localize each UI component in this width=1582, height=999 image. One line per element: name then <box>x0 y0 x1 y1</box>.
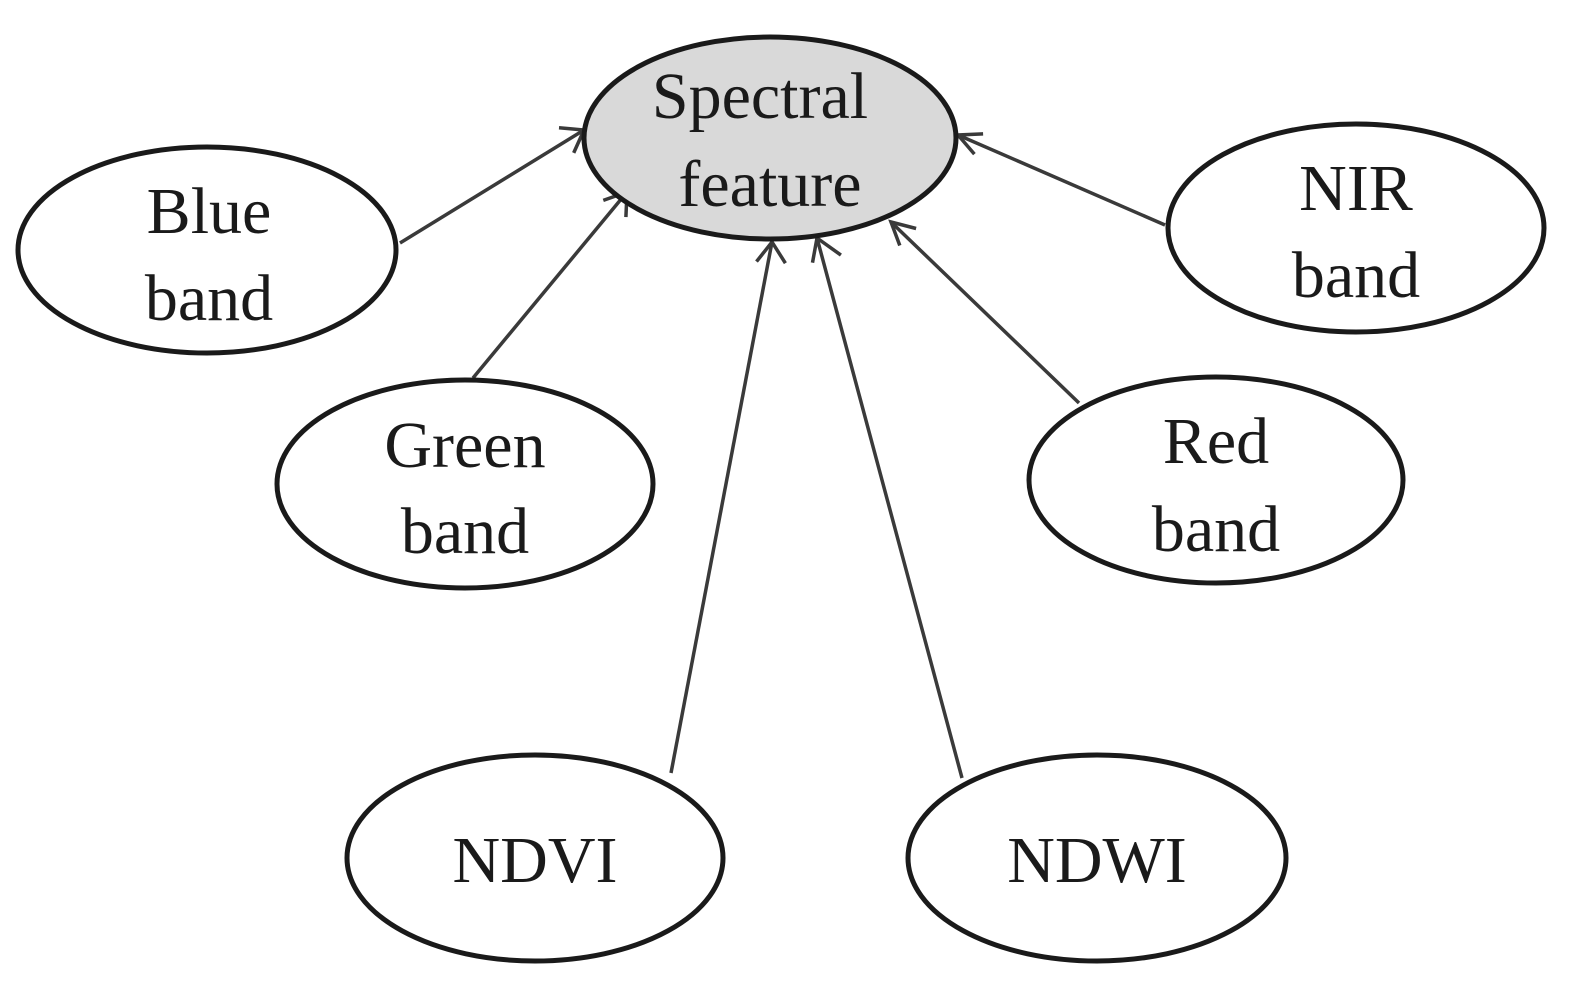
node-label: NDWI <box>1007 824 1187 897</box>
node-label: Red <box>1163 405 1269 478</box>
node-label: NIR <box>1299 152 1413 225</box>
node-label: NDVI <box>453 824 618 897</box>
arrowhead-icon <box>888 219 917 247</box>
node-label: band <box>1292 239 1420 312</box>
arrowhead-icon <box>755 238 787 265</box>
node-green-band: Green band <box>274 377 656 591</box>
edge-line <box>399 128 585 245</box>
node-ndwi: NDWI <box>905 752 1289 964</box>
edge-line <box>957 133 1166 227</box>
node-red-band: Red band <box>1026 374 1406 586</box>
node-label: band <box>1152 493 1280 566</box>
edge-line <box>471 190 629 380</box>
edge-blue-band-to-spectral-feature <box>399 126 587 245</box>
node-ellipse <box>15 144 399 356</box>
node-ellipse <box>581 34 959 242</box>
edge-ndwi-to-spectral-feature <box>810 234 964 779</box>
edge-line <box>815 237 964 779</box>
node-ellipse <box>905 752 1289 964</box>
edge-nir-band-to-spectral-feature <box>954 132 1166 227</box>
node-ndvi: NDVI <box>344 752 726 964</box>
node-blue-band: Blue band <box>15 144 399 356</box>
node-ellipse <box>274 377 656 591</box>
edge-line <box>669 241 774 774</box>
edge-line <box>889 220 1081 405</box>
node-label: band <box>145 262 273 335</box>
node-label: Spectral <box>652 60 868 133</box>
node-nir-band: NIR band <box>1165 121 1547 335</box>
edge-red-band-to-spectral-feature <box>888 219 1081 405</box>
node-ellipse <box>1165 121 1547 335</box>
arrowhead-icon <box>810 234 842 264</box>
node-label: Blue <box>147 175 272 248</box>
node-label: Green <box>384 409 545 482</box>
edge-ndvi-to-spectral-feature <box>669 238 787 774</box>
node-label: band <box>401 495 529 568</box>
node-label: feature <box>678 148 861 221</box>
node-ellipse <box>344 752 726 964</box>
edges <box>399 126 1166 779</box>
edge-green-band-to-spectral-feature <box>471 189 629 380</box>
node-ellipse <box>1026 374 1406 586</box>
node-spectral-feature: Spectral feature <box>581 34 959 242</box>
